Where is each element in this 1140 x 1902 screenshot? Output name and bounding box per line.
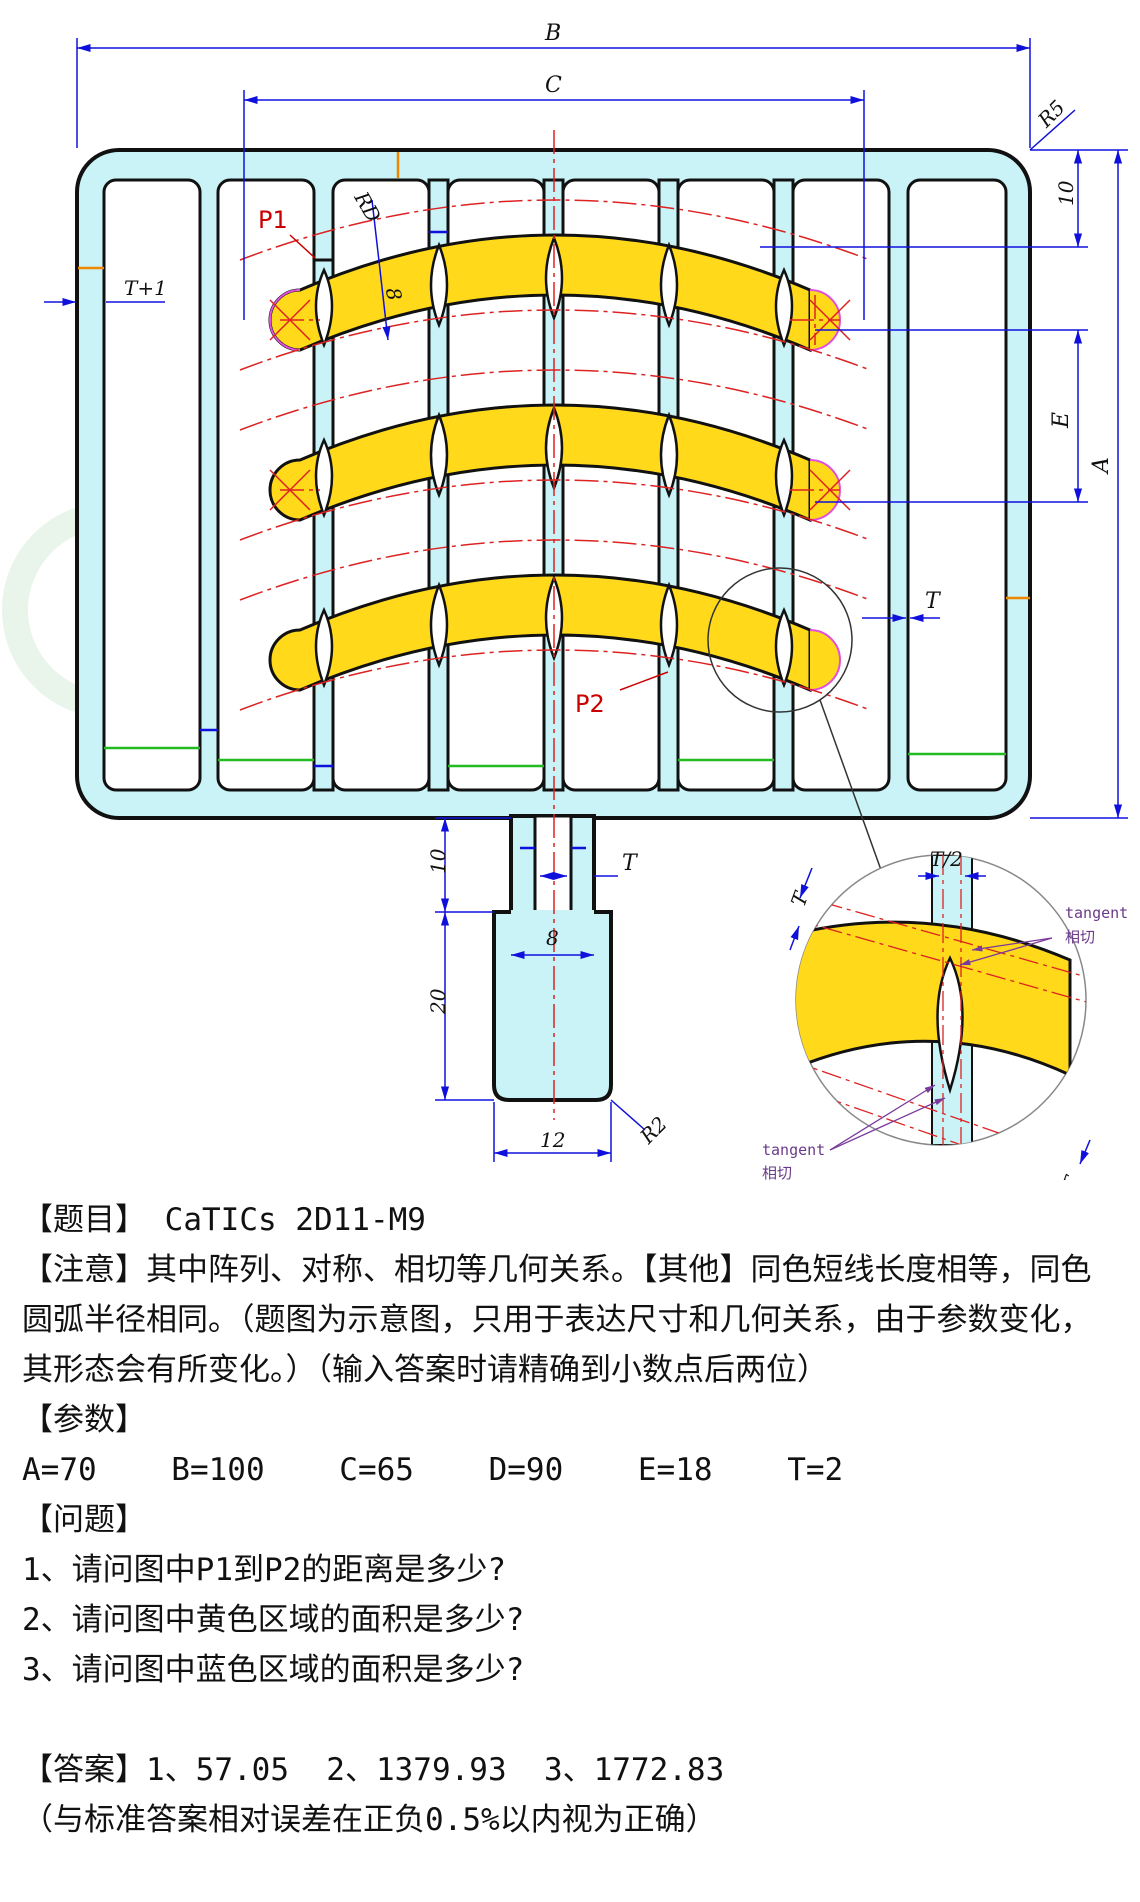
stem-slot: [533, 814, 573, 918]
lenses: [314, 234, 794, 689]
technical-drawing: CaTICs CAD digital competition: [2, 21, 1128, 1180]
dim-8-stem: 8: [546, 926, 559, 950]
green-lines: [104, 746, 1006, 768]
problem-text: 【题目】 CaTICs 2D11-M9 【注意】其中阵列、对称、相切等几何关系。…: [22, 1195, 1122, 1845]
title: 【题目】 CaTICs 2D11-M9: [22, 1202, 426, 1238]
tangent-note-cn-1: 相切: [1065, 928, 1095, 946]
label-P1: P1: [258, 206, 288, 234]
dim-12: 12: [540, 1128, 565, 1152]
dim-E: E: [1049, 412, 1074, 429]
detail-view: T/2 T T tangent 相切 tangent 相切: [762, 847, 1128, 1180]
dim-20: 20: [426, 988, 450, 1015]
detail-dim-T-left: T: [786, 887, 814, 909]
params-heading: 【参数】: [22, 1402, 146, 1438]
question-1: 1、请问图中P1到P2的距离是多少?: [22, 1552, 506, 1588]
params: A=70 B=100 C=65 D=90 E=18 T=2: [22, 1452, 844, 1488]
note: 【注意】其中阵列、对称、相切等几何关系。【其他】同色短线长度相等，同色圆弧半径相…: [22, 1252, 1092, 1388]
dim-C: C: [545, 73, 562, 98]
dim-10-top: 10: [1054, 180, 1078, 206]
dim-T-plus-1: T+1: [124, 276, 167, 300]
dim-T-right: T: [925, 589, 942, 614]
question-3: 3、请问图中蓝色区域的面积是多少?: [22, 1652, 525, 1688]
cross-marks: [269, 299, 851, 511]
dim-T-stem: T: [622, 851, 639, 876]
tangent-note-cn-2: 相切: [762, 1164, 792, 1180]
dim-10-stem: 10: [426, 848, 450, 874]
dim-A: A: [1089, 457, 1114, 475]
question-2: 2、请问图中黄色区域的面积是多少?: [22, 1602, 525, 1638]
tolerance: （与标准答案相对误差在正负0.5%以内视为正确）: [22, 1802, 717, 1838]
answer: 【答案】1、57.05 2、1379.93 3、1772.83: [22, 1752, 725, 1788]
dimensions: [44, 38, 1128, 1162]
dim-R2: R2: [634, 1112, 671, 1149]
dim-8-arc: 8: [381, 285, 407, 302]
questions-heading: 【问题】: [22, 1502, 146, 1538]
blue-lines: [200, 230, 586, 850]
detail-dim-T-right: T: [1057, 1172, 1085, 1180]
center-lines: [239, 130, 871, 1120]
dim-R5: R5: [1032, 95, 1069, 132]
detail-dim-T-half: T/2: [930, 847, 963, 871]
detail-marker: [707, 567, 853, 713]
tangent-note-en-2: tangent: [762, 1141, 825, 1159]
orange-lines: [78, 152, 1030, 600]
dim-B: B: [544, 21, 561, 46]
label-P2: P2: [575, 690, 605, 718]
tangent-note-en-1: tangent: [1065, 904, 1128, 922]
